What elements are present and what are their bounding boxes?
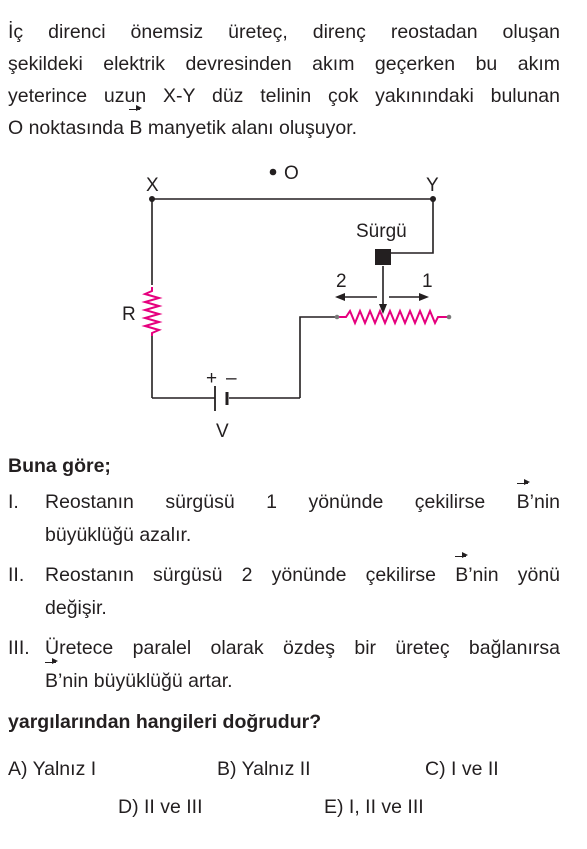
- statement-1-line-1: Reostanın sürgüsü 1 yönünde çekilirse B’…: [45, 479, 560, 519]
- label-plus: +: [206, 368, 217, 389]
- slider-block: [375, 249, 391, 265]
- statement-2-text-start: Reostanın sürgüsü 2 yönünde çekilirse: [45, 564, 456, 586]
- rheostat-right-terminal: [446, 314, 452, 320]
- statement-2-line-1: Reostanın sürgüsü 2 yönünde çekilirse B’…: [45, 552, 561, 592]
- label-y: Y: [426, 175, 439, 196]
- statement-2-number: II.: [8, 564, 25, 586]
- wire-x-y: [152, 198, 434, 254]
- label-minus: –: [226, 368, 237, 389]
- label-source-v: V: [216, 421, 229, 442]
- statement-1-text-start: Reostanın sürgüsü 1 yönünde çekilirse: [45, 491, 517, 513]
- label-slider: Sürgü: [356, 221, 407, 242]
- question-closing: yargılarından hangileri doğrudur?: [8, 711, 322, 733]
- label-x: X: [146, 175, 159, 196]
- statement-3-text-end: ’nin büyüklüğü artar.: [58, 670, 233, 692]
- wire-rheostat-feed: [299, 316, 337, 398]
- option-c[interactable]: C) I ve II: [425, 758, 499, 780]
- statement-1-number: I.: [8, 491, 19, 513]
- option-a[interactable]: A) Yalnız I: [8, 758, 97, 780]
- question-prompt: Buna göre;: [8, 455, 111, 477]
- label-resistor-r: R: [122, 304, 136, 325]
- stem-line-4: O noktasında B manyetik alanı oluşuyor.: [8, 105, 560, 144]
- label-point-o: O: [284, 163, 299, 184]
- stem-line-4-end: manyetik alanı oluşuyor.: [142, 117, 358, 139]
- option-d[interactable]: D) II ve III: [118, 796, 203, 818]
- rheostat: [337, 308, 449, 326]
- statement-3-line-1: Üretece paralel olarak özdeş bir üreteç …: [45, 637, 560, 659]
- stem-line-3: yeterince uzun X-Y düz telinin çok yakın…: [8, 85, 560, 107]
- option-e[interactable]: E) I, II ve III: [324, 796, 424, 818]
- statement-1: I. Reostanın sürgüsü 1 yönünde çekilirse…: [8, 479, 560, 552]
- vector-b-symbol: B: [455, 552, 469, 592]
- circuit-diagram: O X Y Sürgü 2 1 R + – V: [122, 163, 452, 442]
- statement-2-line-2: değişir.: [45, 597, 107, 619]
- statement-1-text-end: ’nin: [529, 491, 560, 513]
- question-stem: İç direnci önemsiz üreteç, direnç reosta…: [8, 16, 560, 144]
- statement-3-line-2: B’nin büyüklüğü artar.: [45, 658, 560, 698]
- label-direction-1: 1: [422, 271, 433, 292]
- statement-3-number: III.: [8, 637, 30, 659]
- statement-3: III. Üretece paralel olarak özdeş bir ür…: [8, 632, 560, 698]
- statement-2-text-end: ’nin yönü: [468, 564, 561, 586]
- y-junction: [430, 196, 436, 202]
- statement-1-line-2: büyüklüğü azalır.: [45, 524, 192, 546]
- statement-2: II. Reostanın sürgüsü 2 yönünde çekilirs…: [8, 552, 561, 625]
- x-junction: [149, 196, 155, 202]
- vector-b-symbol: B: [129, 105, 143, 144]
- slider-arrowhead: [379, 304, 387, 314]
- arrow-2-head: [335, 293, 345, 301]
- point-o-dot: [269, 168, 277, 176]
- label-direction-2: 2: [336, 271, 347, 292]
- stem-line-4-start: O noktasında: [8, 117, 130, 139]
- stem-line-2: şekildeki elektrik devresinden akım geçe…: [8, 53, 560, 75]
- arrow-1-head: [419, 293, 429, 301]
- vector-b-symbol: B: [516, 479, 530, 519]
- option-b[interactable]: B) Yalnız II: [217, 758, 311, 780]
- rheostat-left-terminal: [334, 314, 340, 320]
- resistor-r: [141, 287, 163, 336]
- stem-line-1: İç direnci önemsiz üreteç, direnç reosta…: [8, 21, 560, 43]
- vector-b-symbol: B: [45, 658, 59, 698]
